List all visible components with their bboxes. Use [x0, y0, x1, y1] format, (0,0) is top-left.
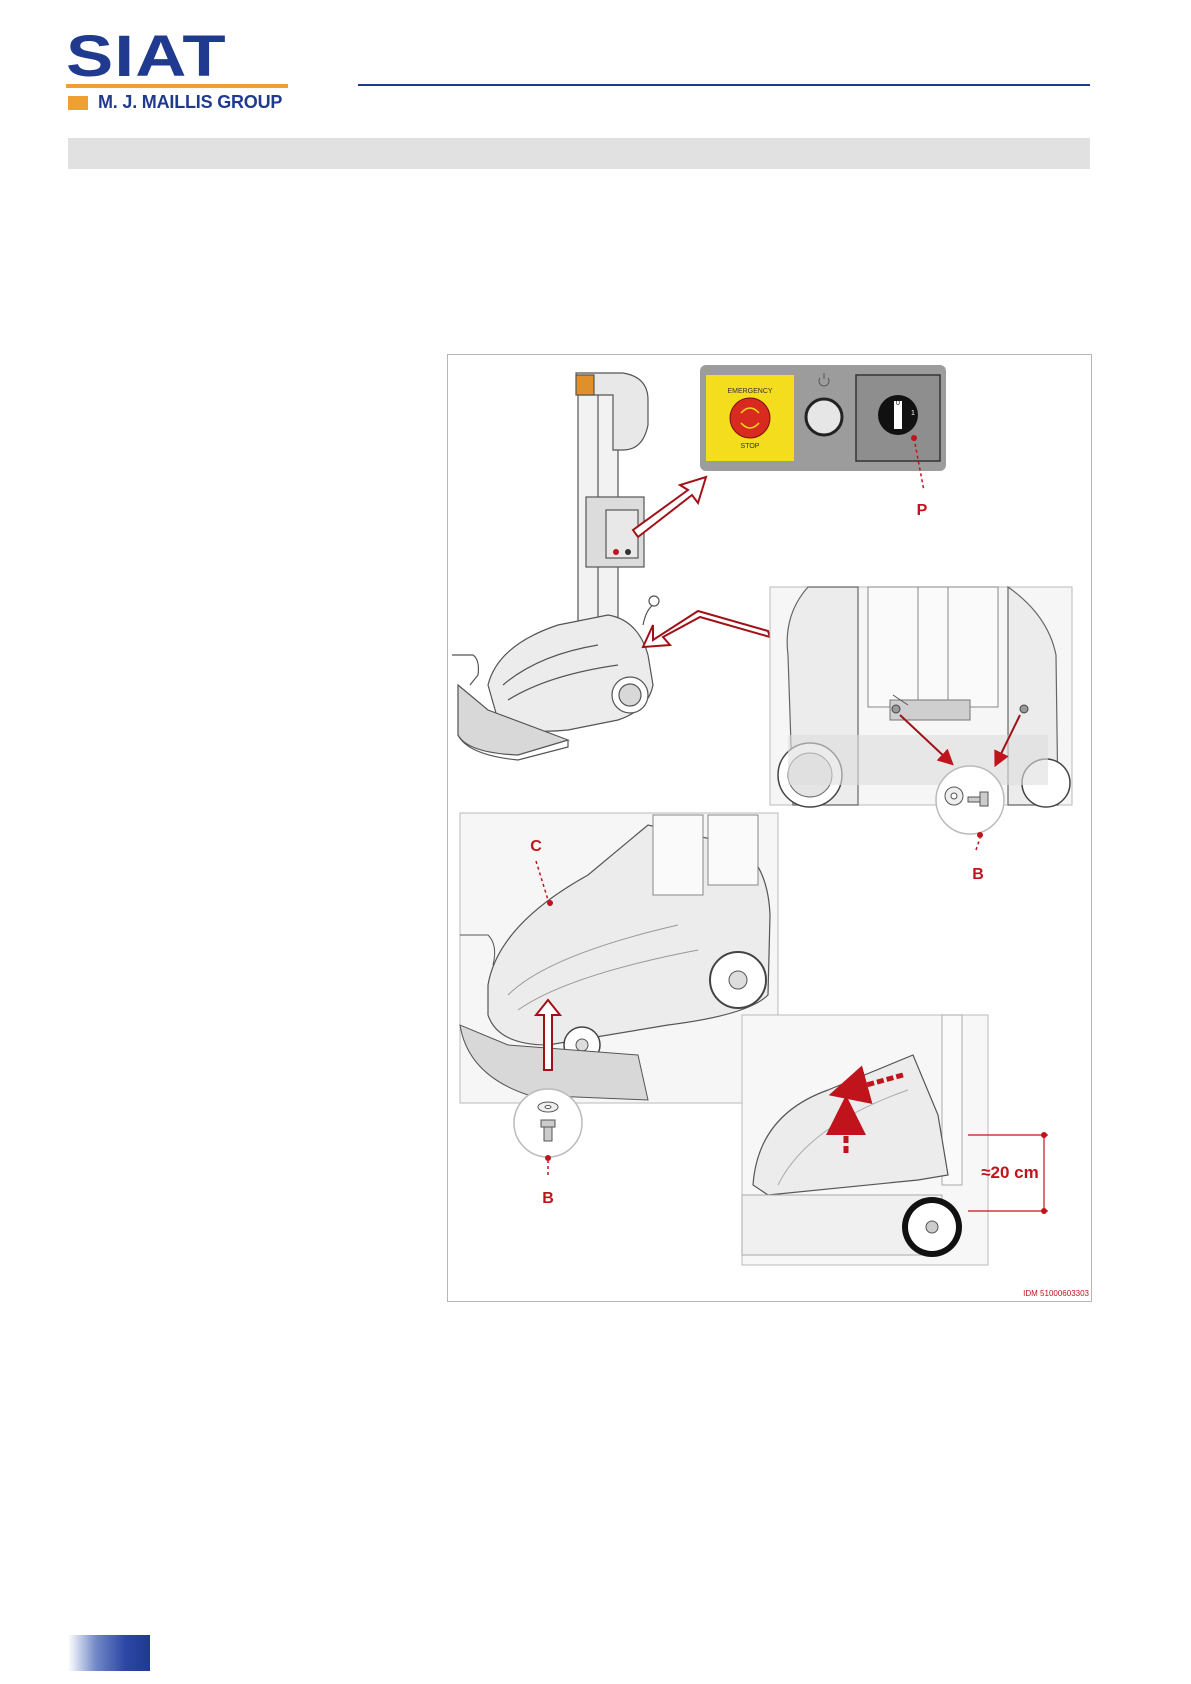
label-p: P: [917, 502, 928, 519]
header-divider: [358, 84, 1090, 86]
callout-arrows: [633, 477, 770, 647]
key-position-0: 0: [896, 400, 900, 407]
front-cover-inset: C B: [460, 813, 778, 1207]
footer-page-tab: [68, 1635, 150, 1671]
logo-rule: [66, 84, 288, 88]
label-c: C: [530, 838, 542, 855]
illustration-drawing: EMERGENCY STOP 0 1 P: [448, 355, 1091, 1301]
logo-square: [68, 96, 88, 110]
technical-illustration: EMERGENCY STOP 0 1 P: [447, 354, 1092, 1302]
logo-wordmark: SIAT: [66, 28, 227, 86]
label-b-upper: B: [972, 866, 984, 883]
label-b-lower: B: [542, 1190, 554, 1207]
cover-removal-inset: ≈20 cm: [742, 1015, 1048, 1265]
section-title-band: [68, 138, 1090, 169]
dimension-label: ≈20 cm: [981, 1163, 1039, 1182]
cover-screws-inset: B: [770, 587, 1072, 883]
logo-group-name: M. J. MAILLIS GROUP: [98, 92, 282, 113]
machine-overview: [452, 373, 659, 760]
idm-code: IDM 51000603303: [1023, 1289, 1089, 1298]
emergency-text-bottom: STOP: [741, 443, 760, 450]
control-panel-inset: EMERGENCY STOP 0 1 P: [700, 365, 946, 519]
key-position-1: 1: [911, 410, 915, 417]
emergency-text-top: EMERGENCY: [727, 388, 772, 395]
siat-logo: SIAT M. J. MAILLIS GROUP: [66, 34, 288, 112]
